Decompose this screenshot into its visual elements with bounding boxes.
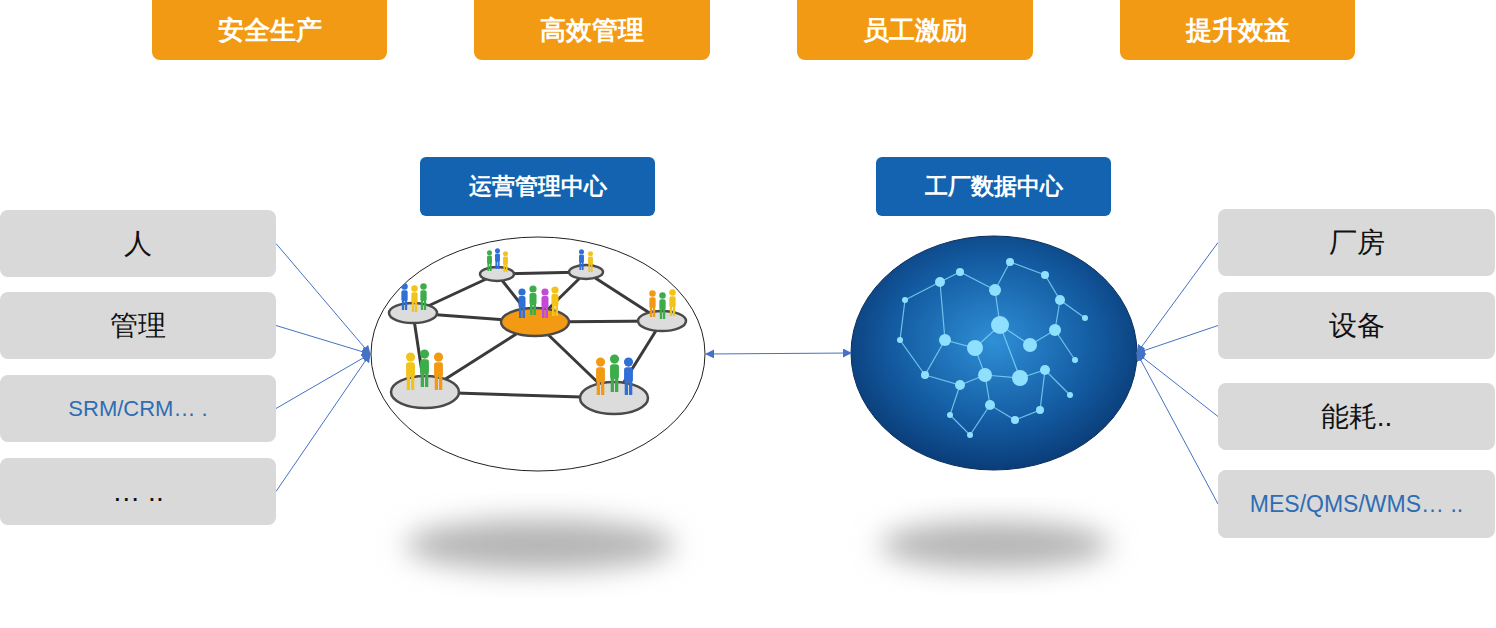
input-box: … .. xyxy=(0,458,276,525)
box-label: 能耗.. xyxy=(1218,383,1495,450)
connector-arrow xyxy=(706,353,851,354)
box-label: … .. xyxy=(0,458,276,525)
box-label: MES/QMS/WMS… .. xyxy=(1218,470,1495,538)
box-label: 高效管理 xyxy=(474,0,710,60)
input-box: 人 xyxy=(0,210,276,277)
connector-arrow xyxy=(276,354,370,409)
hub-heading: 工厂数据中心 xyxy=(876,157,1111,216)
hub-circle: 运营管理中心 xyxy=(370,236,706,472)
box-label: 人 xyxy=(0,210,276,277)
connector-arrow xyxy=(276,244,370,355)
goal-box: 提升效益 xyxy=(1120,0,1355,60)
box-label: 管理 xyxy=(0,292,276,359)
input-box: 厂房 xyxy=(1218,209,1495,276)
data-network-picture xyxy=(851,236,1137,470)
connector-arrow xyxy=(276,326,370,355)
goal-box: 高效管理 xyxy=(474,0,710,60)
input-box: 管理 xyxy=(0,292,276,359)
goal-box: 员工激励 xyxy=(797,0,1033,60)
connector-arrow xyxy=(1137,353,1218,504)
connector-arrow xyxy=(1137,326,1218,354)
goal-box: 安全生产 xyxy=(152,0,387,60)
box-label: 提升效益 xyxy=(1120,0,1355,60)
input-box: 能耗.. xyxy=(1218,383,1495,450)
input-box: MES/QMS/WMS… .. xyxy=(1218,470,1495,538)
hub-circle: 工厂数据中心 xyxy=(851,236,1137,470)
connector-arrow xyxy=(276,354,370,492)
input-box: 设备 xyxy=(1218,292,1495,359)
connector-arrow xyxy=(1137,353,1218,417)
connector-arrow xyxy=(1137,243,1218,354)
people-network-picture xyxy=(371,237,705,471)
box-label: 厂房 xyxy=(1218,209,1495,276)
hub-heading: 运营管理中心 xyxy=(420,157,655,216)
box-label: SRM/CRM… . xyxy=(0,375,276,442)
box-label: 设备 xyxy=(1218,292,1495,359)
box-label: 安全生产 xyxy=(152,0,387,60)
box-label: 员工激励 xyxy=(797,0,1033,60)
drop-shadow xyxy=(405,519,1110,571)
input-box: SRM/CRM… . xyxy=(0,375,276,442)
